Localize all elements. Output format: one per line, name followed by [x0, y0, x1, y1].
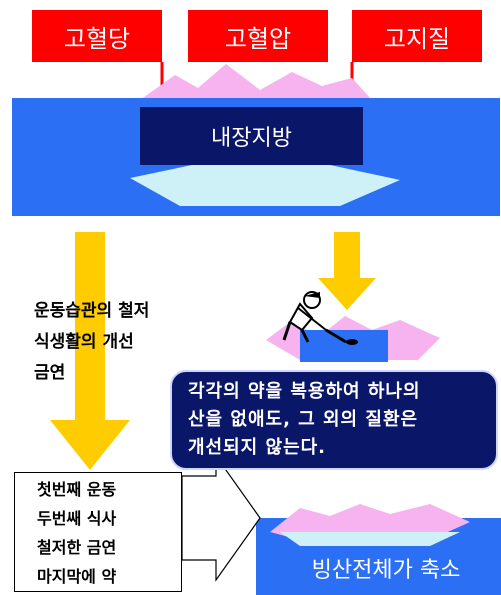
callout-line-3: 개선되지 않는다.	[188, 437, 327, 458]
iceberg-peaks-top	[140, 64, 372, 100]
left-arrow-head	[50, 420, 130, 470]
method-3: 금연	[34, 363, 66, 383]
medication-callout: 각각의 약을 복용하여 하나의 산을 없애도, 그 외의 질환은 개선되지 않는…	[170, 370, 498, 470]
hollow-arrow	[181, 454, 261, 582]
label-hypertension: 고혈압	[188, 10, 328, 62]
iceberg-base-bottom	[280, 532, 460, 546]
right-arrow-head	[318, 278, 376, 310]
label-hyperglycemia: 고혈당	[32, 10, 162, 62]
callout-line-1: 각각의 약을 복용하여 하나의	[188, 381, 421, 402]
method-1: 운동습관의 철저	[34, 301, 150, 321]
callout-line-2: 산을 없애도, 그 외의 질환은	[188, 409, 419, 430]
step-3: 철저한 금연	[37, 538, 117, 557]
left-arrow-shaft	[75, 232, 105, 420]
step-2: 두번쌔 식사	[37, 509, 117, 528]
iceberg-shrink-label: 빙산전체가 축소	[311, 558, 461, 583]
lifestyle-methods: 운동습관의 철저 식생활의 개선 금연	[34, 296, 194, 389]
digging-person-icon	[282, 291, 358, 345]
steps-box: 첫번째 운동 두번쌔 식사 철저한 금연 마지막에 약	[14, 472, 182, 592]
step-1: 첫번째 운동	[37, 480, 117, 499]
iceberg-peaks-bottom	[270, 504, 470, 540]
iceberg-base-top	[130, 165, 400, 206]
water-middle	[300, 330, 388, 362]
visceral-fat-box: 내장지방	[140, 107, 363, 165]
step-4: 마지막에 약	[37, 567, 117, 586]
label-hyperlipidemia: 고지질	[352, 10, 482, 62]
right-arrow-shaft	[334, 232, 360, 278]
method-2: 식생활의 개선	[34, 332, 134, 352]
